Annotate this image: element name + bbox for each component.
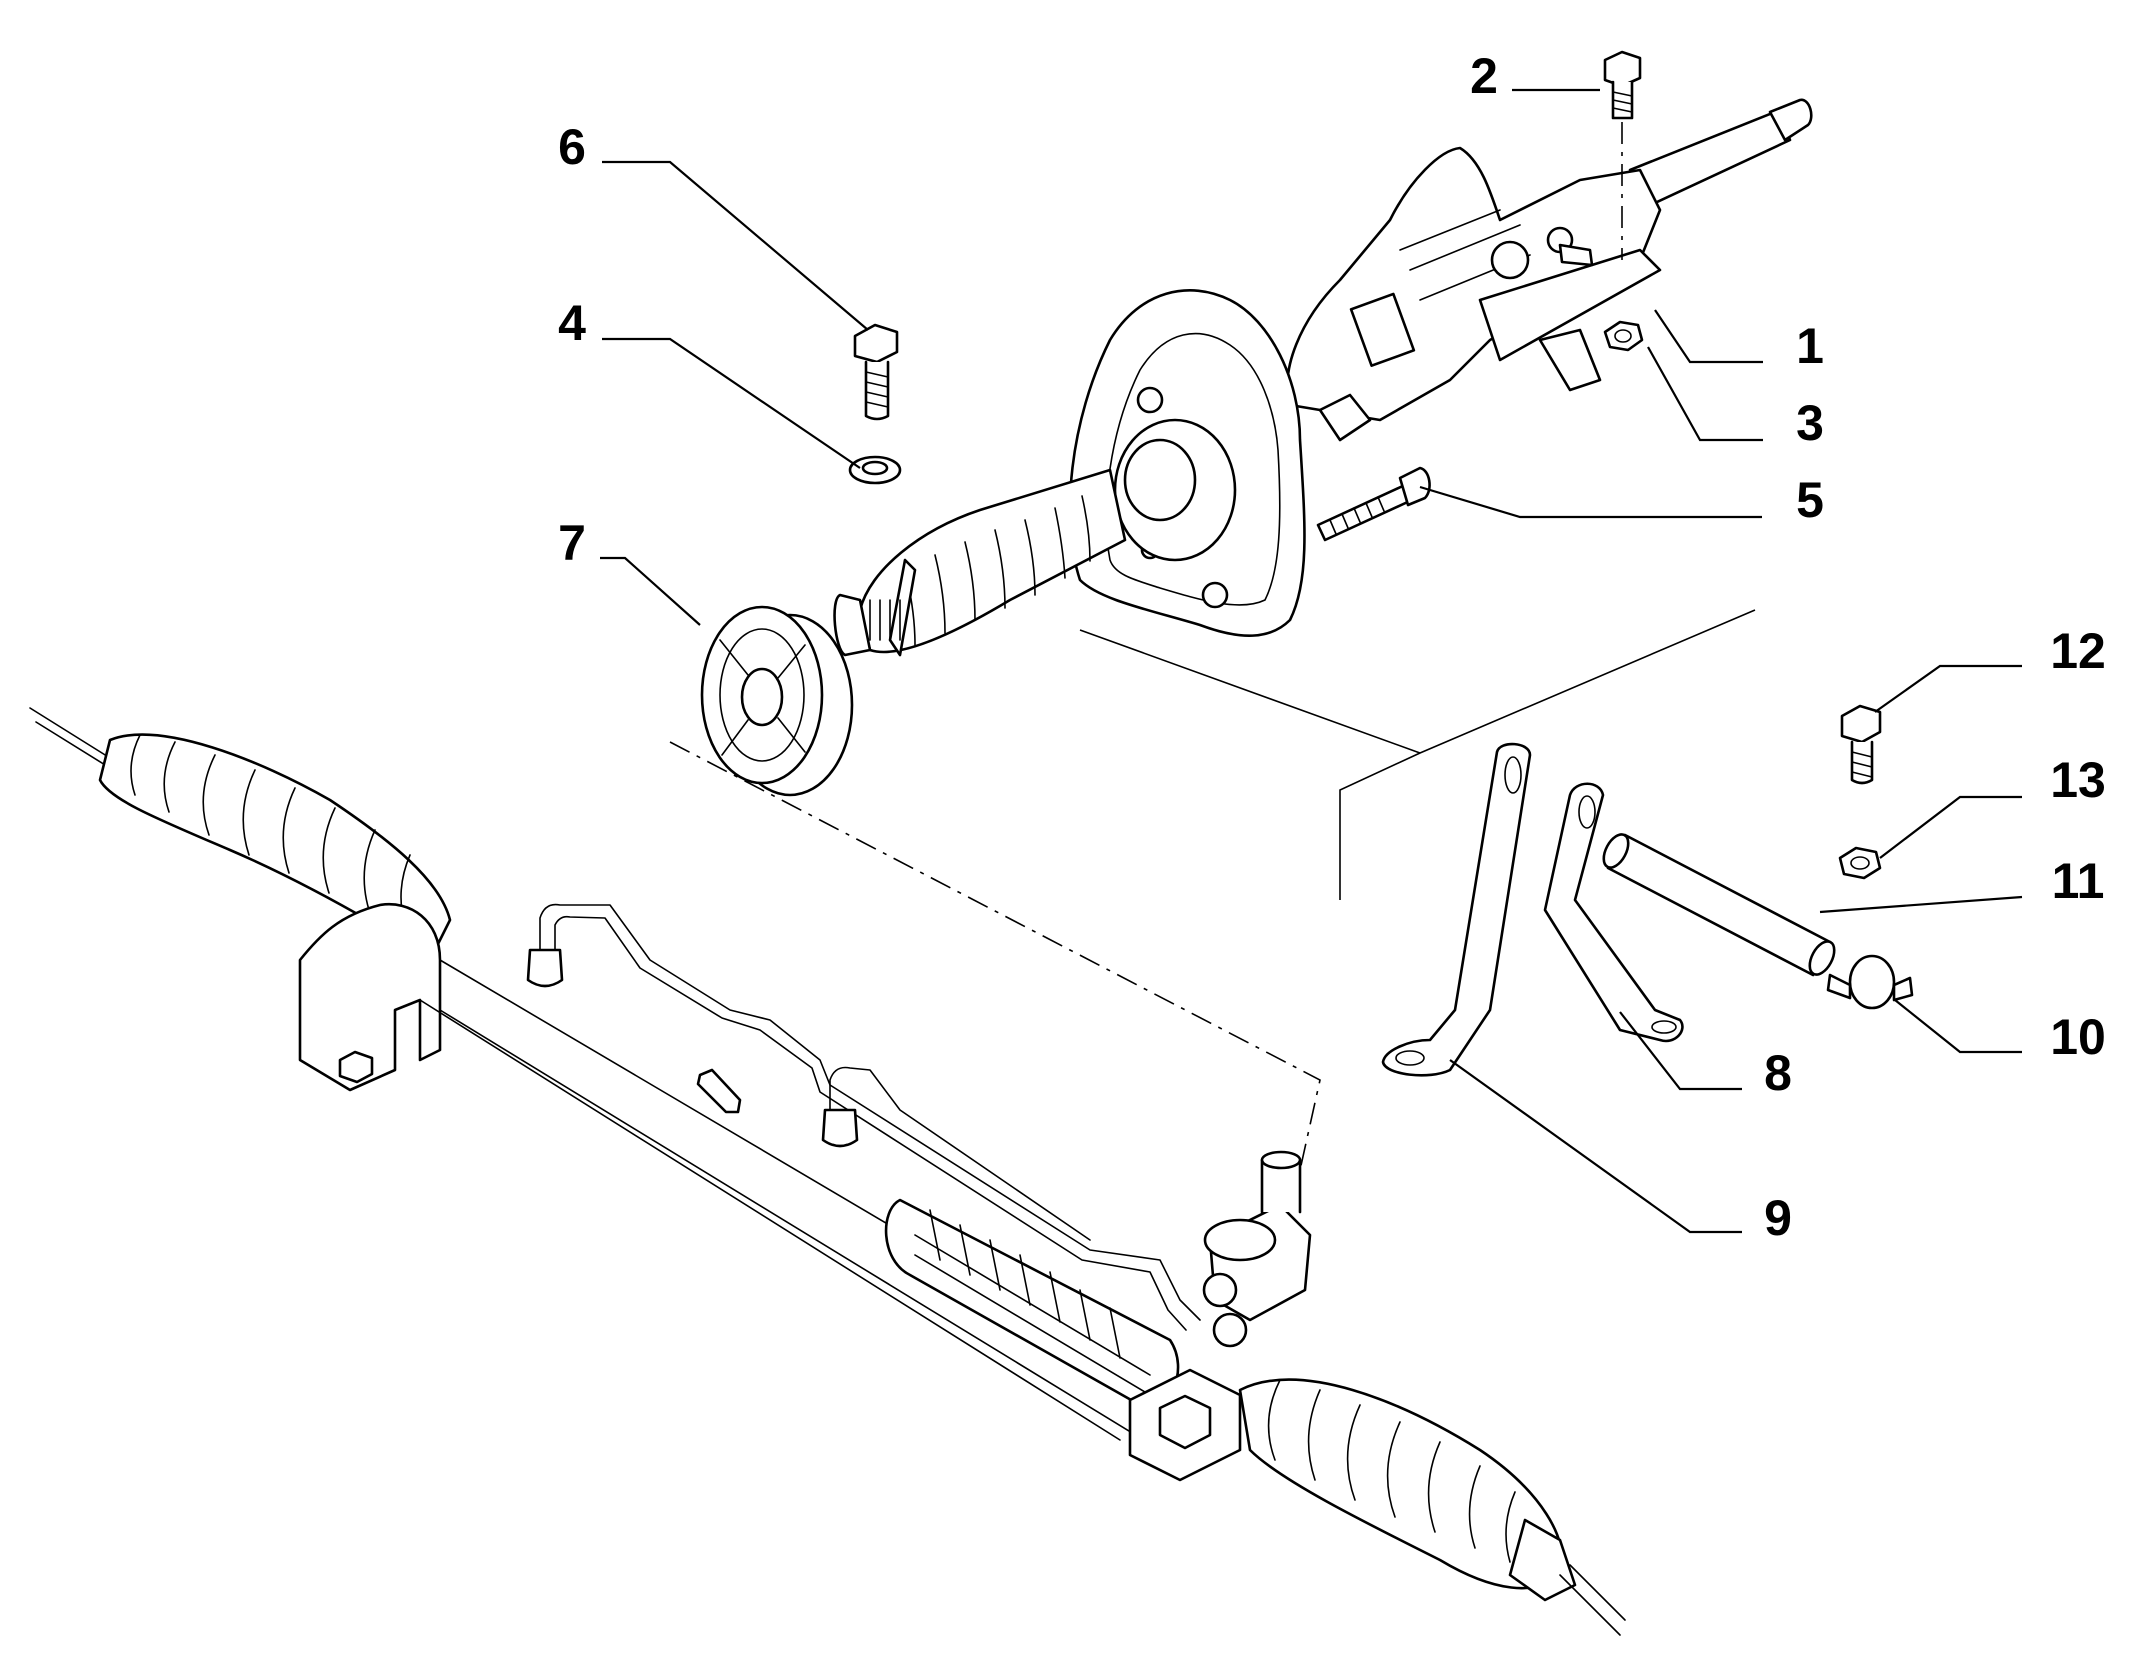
exploded-frame — [1079, 609, 1756, 900]
leader-5 — [1419, 485, 1762, 519]
callout-4: 4 — [558, 295, 586, 351]
callout-8: 8 — [1764, 1045, 1792, 1101]
callout-13: 13 — [2050, 752, 2106, 808]
callout-10: 10 — [2050, 1009, 2106, 1065]
steering-column-assembly — [833, 98, 1813, 657]
callout-5: 5 — [1796, 472, 1824, 528]
bolt-6 — [853, 323, 899, 421]
callout-3: 3 — [1796, 395, 1824, 451]
bolt-12 — [1840, 704, 1882, 785]
bracket-8 — [1543, 782, 1684, 1043]
leader-10 — [1894, 999, 2022, 1054]
leader-6 — [602, 160, 869, 331]
nut-13 — [1838, 846, 1882, 880]
grommet-7 — [700, 605, 854, 797]
callout-6: 6 — [558, 119, 586, 175]
callout-7: 7 — [558, 515, 586, 571]
leader-12 — [1874, 664, 2022, 713]
callout-1: 1 — [1796, 318, 1824, 374]
screw-5 — [1316, 466, 1431, 542]
alignment-line — [669, 741, 1321, 1171]
steering-rack — [29, 707, 1626, 1636]
callout-2: 2 — [1470, 48, 1498, 104]
leader-4 — [602, 337, 861, 469]
callout-9: 9 — [1764, 1190, 1792, 1246]
leader-9 — [1449, 1059, 1742, 1234]
leader-3 — [1647, 346, 1763, 442]
stud-10 — [1826, 954, 1914, 1010]
callout-12: 12 — [2050, 623, 2106, 679]
leader-lines — [600, 88, 2023, 1234]
callout-11: 11 — [2052, 853, 2105, 909]
leader-1 — [1654, 309, 1763, 364]
leader-7 — [600, 556, 701, 626]
bolt-2 — [1603, 50, 1642, 260]
nut-3 — [1603, 320, 1644, 352]
callout-labels: 1 2 3 4 5 6 7 8 9 10 11 12 13 — [558, 48, 2106, 1246]
washer-4 — [848, 455, 902, 485]
leader-11 — [1819, 895, 2023, 914]
leader-8 — [1619, 1011, 1742, 1091]
leader-13 — [1879, 795, 2022, 859]
bracket-9 — [1381, 742, 1532, 1077]
spacer-tube-11 — [1602, 833, 1836, 977]
